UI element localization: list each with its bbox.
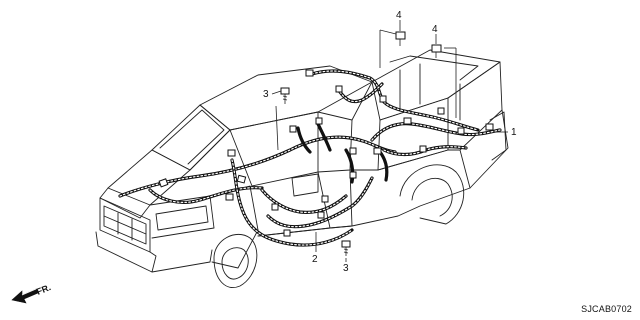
bolt-4-left: [395, 31, 406, 46]
front-direction-arrow-icon: FR.: [11, 282, 52, 304]
front-direction-label: FR.: [35, 282, 52, 297]
callout-2: 2: [312, 254, 318, 265]
leader-lines: [271, 20, 508, 262]
callout-3-lower: 3: [343, 263, 349, 274]
callout-4-left: 4: [396, 10, 402, 21]
bolt-3-upper: [280, 87, 290, 104]
pickup-truck-outline: [95, 49, 509, 288]
callout-3-upper: 3: [263, 89, 269, 100]
bolt-3-lower: [341, 240, 351, 256]
diagram-code: SJCAB0702: [581, 304, 632, 314]
bolt-4-right: [431, 44, 442, 58]
callout-1: 1: [511, 127, 517, 138]
wire-harness-group: [118, 69, 502, 247]
callout-4-right: 4: [432, 24, 438, 35]
